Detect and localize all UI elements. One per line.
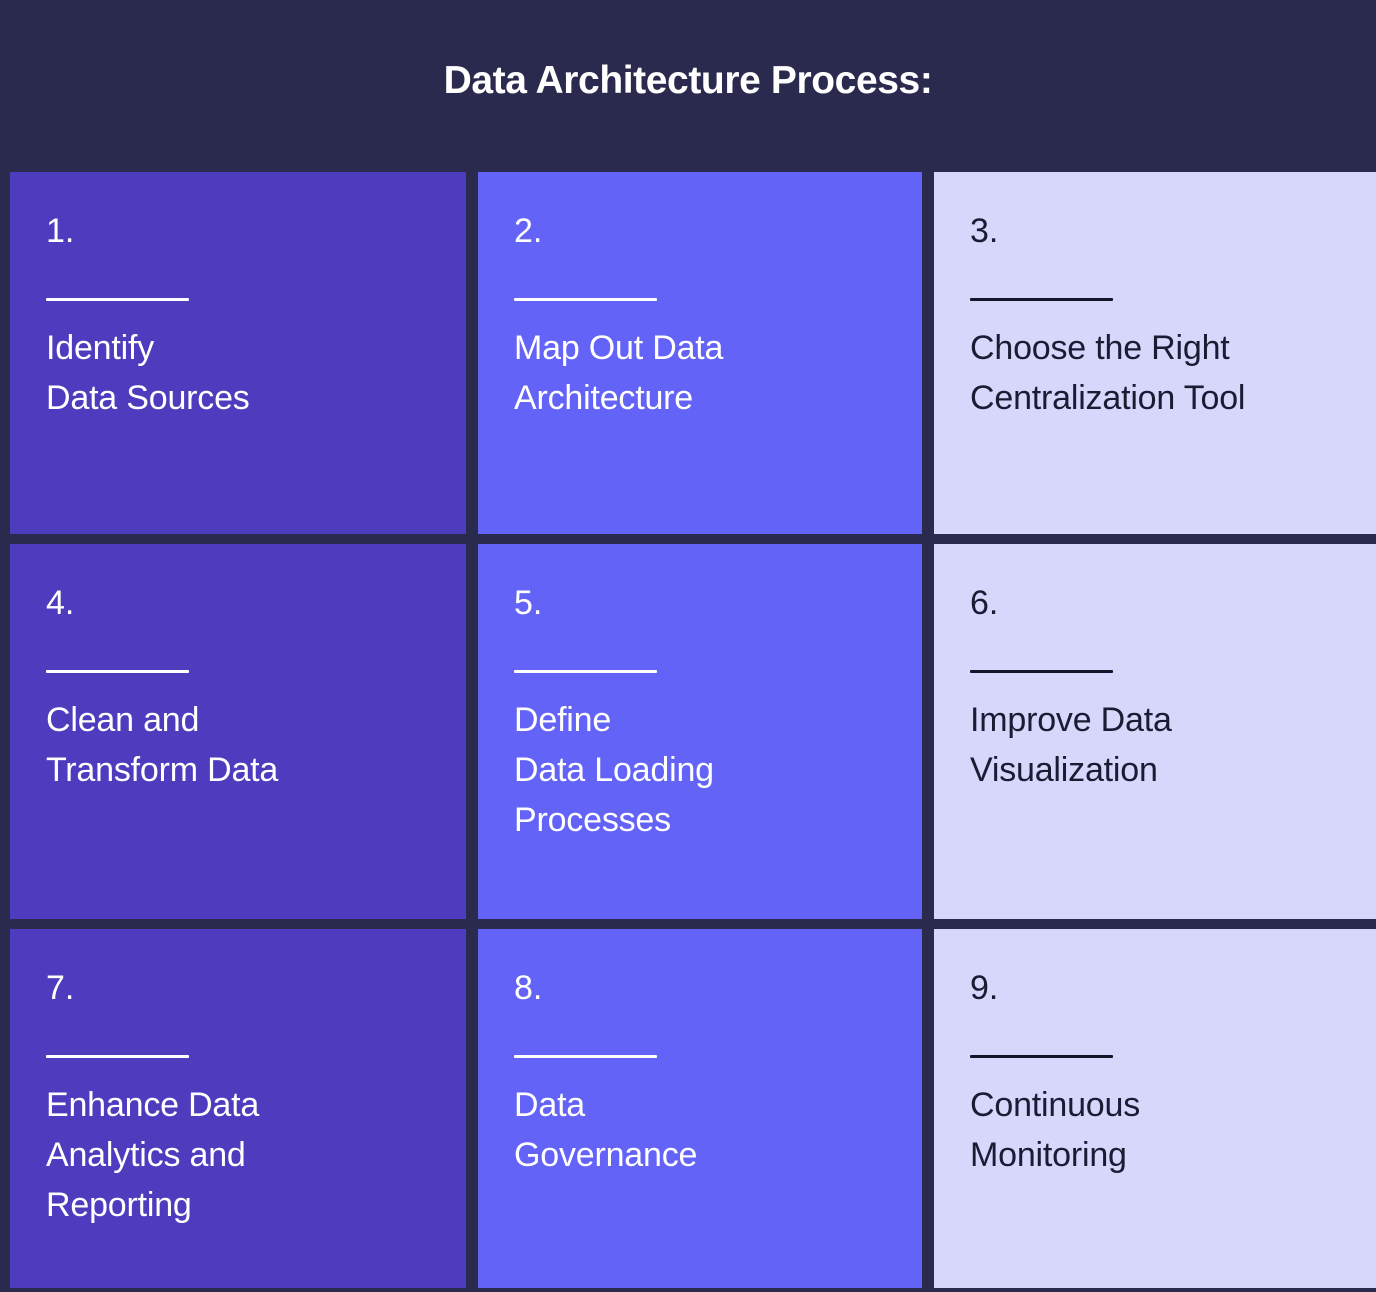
process-step-card-6: 6. Improve Data Visualization [934,544,1376,919]
step-number-7: 7. [46,969,75,1007]
step-divider-4 [46,670,189,673]
step-number-6: 6. [970,584,999,622]
step-label-1: Identify Data Sources [46,329,250,417]
step-divider-5 [514,670,657,673]
process-step-card-4: 4. Clean and Transform Data [10,544,466,919]
process-step-card-7: 7. Enhance Data Analytics and Reporting [10,929,466,1288]
step-divider-7 [46,1055,189,1058]
step-divider-3 [970,298,1113,301]
step-label-4: Clean and Transform Data [46,701,279,789]
step-divider-6 [970,670,1113,673]
step-number-2: 2. [514,212,543,250]
step-number-1: 1. [46,212,75,250]
page-title: Data Architecture Process: [443,58,933,102]
step-divider-9 [970,1055,1113,1058]
step-label-7: Enhance Data Analytics and Reporting [46,1086,260,1224]
step-number-9: 9. [970,969,999,1007]
step-label-5: Define Data Loading Processes [514,701,714,839]
step-divider-8 [514,1055,657,1058]
step-label-8: Data Governance [514,1086,698,1174]
step-label-6: Improve Data Visualization [970,701,1172,789]
process-step-card-5: 5. Define Data Loading Processes [478,544,922,919]
step-divider-1 [46,298,189,301]
step-number-8: 8. [514,969,543,1007]
step-label-2: Map Out Data Architecture [514,329,724,417]
title-bar: Data Architecture Process: [0,0,1376,172]
process-step-card-2: 2. Map Out Data Architecture [478,172,922,534]
step-divider-2 [514,298,657,301]
process-step-card-3: 3. Choose the Right Centralization Tool [934,172,1376,534]
step-label-9: Continuous Monitoring [970,1086,1141,1174]
process-step-card-9: 9. Continuous Monitoring [934,929,1376,1288]
step-number-5: 5. [514,584,543,622]
process-step-grid: 1. Identify Data Sources 2. Map Out Data… [10,172,1376,1288]
step-number-4: 4. [46,584,75,622]
step-label-3: Choose the Right Centralization Tool [970,329,1246,417]
process-step-card-1: 1. Identify Data Sources [10,172,466,534]
step-number-3: 3. [970,212,999,250]
process-step-card-8: 8. Data Governance [478,929,922,1288]
